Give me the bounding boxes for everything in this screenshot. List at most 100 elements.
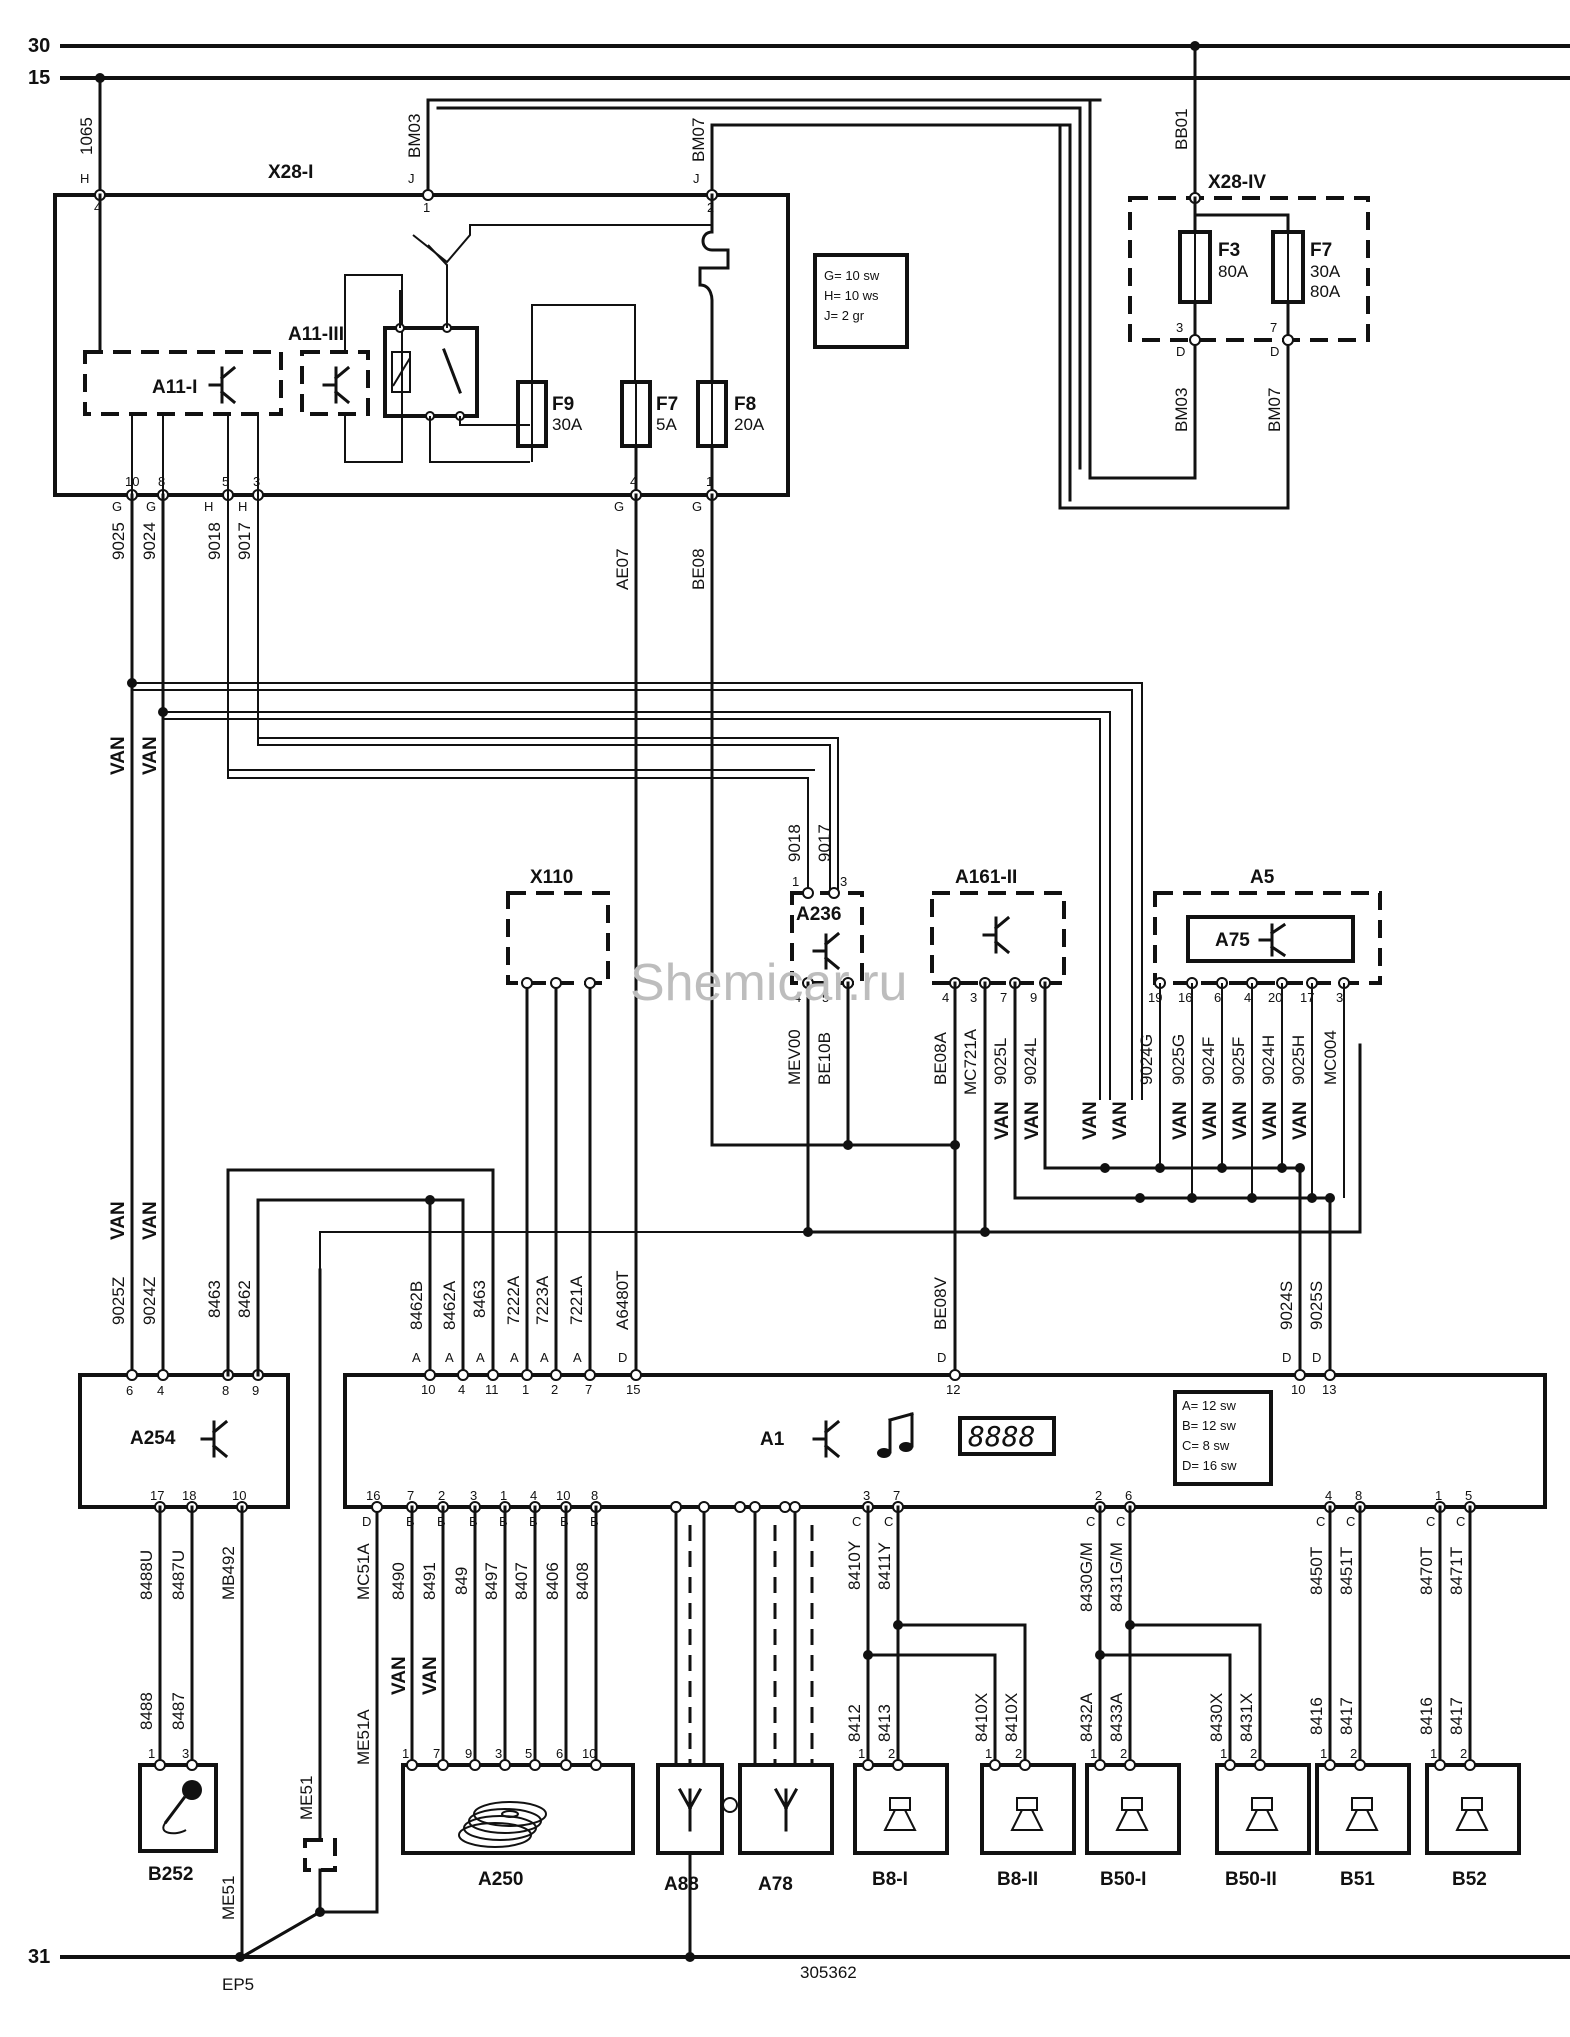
speaker-icon [883, 1797, 917, 1831]
pin-letter-d: D [1176, 344, 1185, 359]
wire-9025f-label: 9025F [1229, 1037, 1248, 1085]
junction-8430 [1095, 1650, 1105, 1660]
b50-2-pin-1 [1224, 1759, 1236, 1771]
pin-letter-a: A [412, 1350, 421, 1365]
a250-pin-1 [406, 1759, 418, 1771]
transistor-icon [208, 365, 237, 405]
pin-letter-b: B [560, 1514, 569, 1529]
pin-3: 3 [182, 1746, 189, 1761]
b252-pin-3 [186, 1759, 198, 1771]
a1-legend-c: C= 8 sw [1182, 1438, 1230, 1453]
wire-8433a-label: 8433A [1107, 1692, 1126, 1742]
junction-be08 [843, 1140, 853, 1150]
wire-9025l-label: 9025L [991, 1038, 1010, 1085]
pin-number-4: 4 [94, 200, 101, 215]
wire-849-label: 849 [452, 1567, 471, 1595]
wire-7222a-label: 7222A [504, 1275, 523, 1325]
wire-be08-label: BE08 [689, 548, 708, 590]
wire-7221a-label: 7221A [567, 1275, 586, 1325]
speaker-icon [1345, 1797, 1379, 1831]
pin-letter-c: C [884, 1514, 893, 1529]
a236-pin-1 [802, 887, 814, 899]
wire-bb01-label: BB01 [1172, 108, 1191, 150]
pin-7: 7 [585, 1382, 592, 1397]
pin-5: 5 [822, 990, 829, 1005]
speaker-b51: 8450T 8451T 8416 8417 1 2 B51 [1307, 1505, 1411, 1890]
a5-outline [1153, 891, 1382, 985]
van-label: VAN [108, 736, 129, 775]
x28-legend-h: H= 10 ws [824, 288, 879, 303]
a236-pin-3 [828, 887, 840, 899]
pin-10: 10 [1291, 1382, 1305, 1397]
wire-ae07-label: AE07 [613, 548, 632, 590]
x28-4-label: X28-IV [1208, 172, 1266, 193]
van-label: VAN [1080, 1101, 1101, 1140]
transistor-icon [322, 365, 351, 405]
a11-3-loop [344, 274, 403, 463]
pin-3: 3 [470, 1488, 477, 1503]
pin-5: 5 [1465, 1488, 1472, 1503]
relay [383, 326, 479, 418]
pin-7: 7 [433, 1746, 440, 1761]
pin-3: 3 [1176, 320, 1183, 335]
pin-1: 1 [522, 1382, 529, 1397]
a1-pin-10b [1294, 1369, 1306, 1381]
speaker-pair-b8: 8410Y 8411Y 8412 8413 8410X 8410X 1 2 1 … [845, 1505, 1076, 1890]
x28-4-pin-3 [1189, 334, 1201, 346]
wire-9017-label: 9017 [235, 522, 254, 560]
pin-4: 4 [1325, 1488, 1332, 1503]
a1-pin-12 [949, 1369, 961, 1381]
wire-8430x-run [1098, 1653, 1232, 1767]
van-junction [1155, 1163, 1165, 1173]
a250-label: A250 [478, 1869, 523, 1890]
pin-letter-j2: J [693, 171, 700, 186]
van-junction [1187, 1193, 1197, 1203]
speaker-b52: 8470T 8471T 8416 8417 1 2 B52 [1417, 1505, 1521, 1890]
pin-letter-g: G [614, 499, 624, 514]
pin-6: 6 [1125, 1488, 1132, 1503]
pin-7: 7 [893, 1488, 900, 1503]
x28-legend-j: J= 2 gr [824, 308, 865, 323]
pin-8: 8 [222, 1383, 229, 1398]
wire-9018b-label: 9018 [785, 824, 804, 862]
wire-mev00-label: MEV00 [785, 1029, 804, 1085]
b52-pin-2 [1464, 1759, 1476, 1771]
wire-8413-label: 8413 [875, 1704, 894, 1742]
wire-me51a-label: ME51A [354, 1709, 373, 1765]
van-label: VAN [420, 1656, 441, 1695]
antenna-a88: A88 [656, 1501, 738, 1959]
relay-coil-mark [392, 357, 411, 387]
a1-legend-a: A= 12 sw [1182, 1398, 1236, 1413]
pin-4: 4 [794, 990, 801, 1005]
pin-10: 10 [556, 1488, 570, 1503]
a1-legend-d: D= 16 sw [1182, 1458, 1237, 1473]
bridge-wire [412, 224, 712, 264]
pin-9: 9 [252, 1383, 259, 1398]
a88-top-pin [698, 1501, 710, 1513]
van-junction [1100, 1163, 1110, 1173]
pin-letter-g: G [692, 499, 702, 514]
wire-9024-label: 9024 [140, 522, 159, 560]
pin-letter-h: H [238, 499, 247, 514]
pin-letter-a: A [573, 1350, 582, 1365]
a161-outline [930, 891, 1066, 985]
a250-outline [401, 1763, 635, 1855]
a1-pin-10 [424, 1369, 436, 1381]
pin-10: 10 [232, 1488, 246, 1503]
wire-me51-label: ME51 [297, 1776, 316, 1820]
wire-9024l-label: 9024L [1021, 1038, 1040, 1085]
a78-outline [738, 1763, 834, 1855]
wire-8410y-label: 8410Y [845, 1541, 864, 1590]
wire-8417-label: 8417 [1337, 1697, 1356, 1735]
x110-outline [506, 891, 610, 985]
x110-pin [584, 977, 596, 989]
x110-pin [521, 977, 533, 989]
ground-point-label: EP5 [222, 1975, 254, 1994]
module-a5: A5 A75 19 16 6 4 20 17 3 9024G 9025G 902… [1080, 867, 1382, 1377]
module-a161-2: A161-II 4 3 7 9 BE08A MC721A 9025L 9024L… [930, 867, 1332, 1377]
pin-6: 6 [1214, 990, 1221, 1005]
a1-legend-b: B= 12 sw [1182, 1418, 1236, 1433]
pin-7: 7 [1270, 320, 1277, 335]
wire-9017-route [257, 495, 831, 893]
pin-11: 11 [485, 1382, 499, 1397]
